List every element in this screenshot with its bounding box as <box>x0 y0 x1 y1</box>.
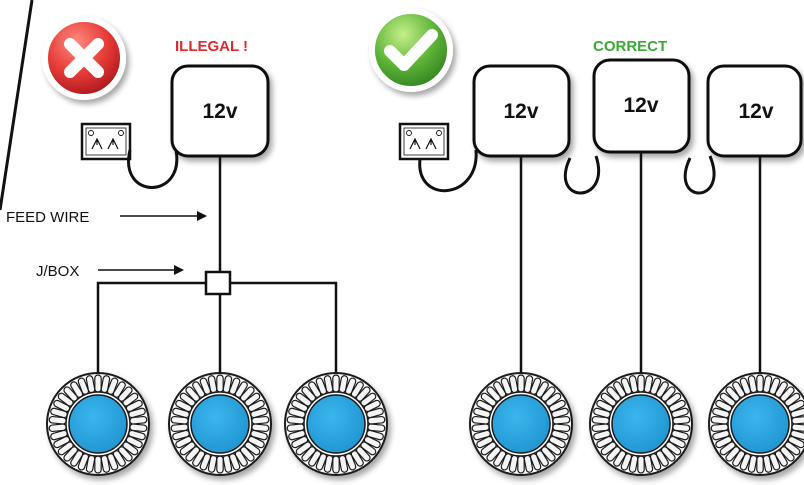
led-light-icon <box>708 372 804 476</box>
divider-line <box>0 0 34 211</box>
led-light-icon <box>284 372 388 476</box>
led-light-icon <box>589 372 693 476</box>
jbox-arrow <box>98 265 184 275</box>
check-icon <box>369 8 453 92</box>
feed-wire-label: FEED WIRE <box>6 209 89 226</box>
led-light-icon <box>46 372 150 476</box>
cross-icon <box>42 16 126 100</box>
led-light-icon <box>168 372 272 476</box>
correct-lights <box>469 372 804 476</box>
illegal-lights <box>46 372 388 476</box>
led-light-icon <box>469 372 573 476</box>
illegal-title: ILLEGAL ! <box>175 38 248 55</box>
jbox-label: J/BOX <box>36 263 79 280</box>
correct-panel: CORRECT 12v 12v 12v <box>369 8 804 476</box>
junction-box <box>204 270 232 296</box>
power-unit-label: 12v <box>623 94 658 117</box>
power-unit-label: 12v <box>738 100 773 123</box>
power-outlet-icon <box>80 122 132 161</box>
correct-title: CORRECT <box>593 38 667 55</box>
power-unit-label: 12v <box>202 100 237 123</box>
power-outlet-icon <box>398 122 450 161</box>
power-unit <box>706 64 803 158</box>
power-cords <box>418 149 716 195</box>
illegal-panel: ILLEGAL ! 12v FEED WIRE <box>6 16 388 476</box>
power-unit-label: 12v <box>503 100 538 123</box>
power-cord <box>127 149 179 189</box>
feed-wire-arrow <box>120 211 207 221</box>
